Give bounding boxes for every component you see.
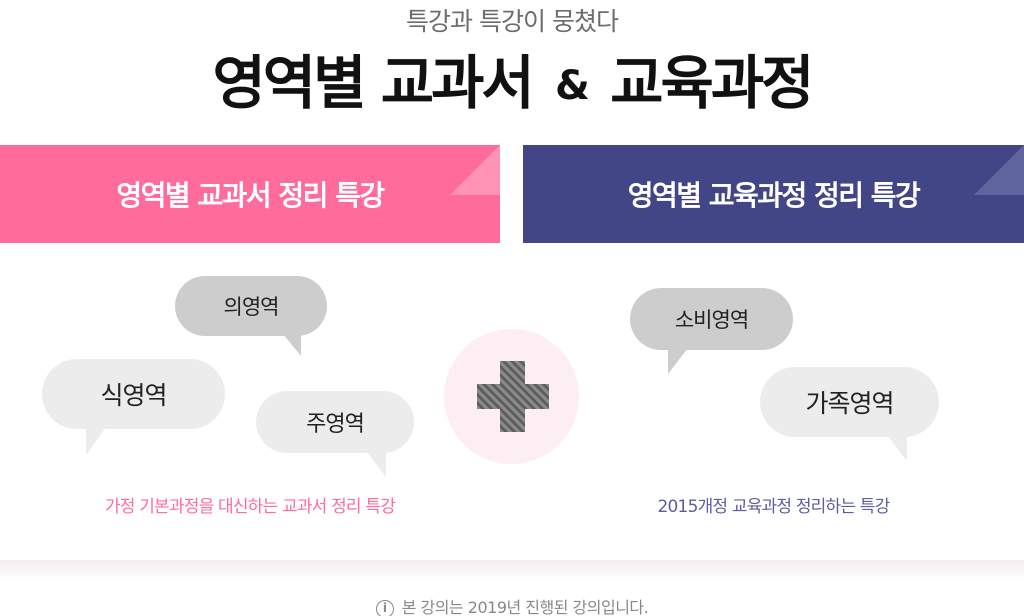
curriculum-lecture-heading-text: 영역별 교육과정 정리 특강 (627, 179, 921, 212)
curriculum-lecture-caption: 2015개정 교육과정 정리하는 특강 (657, 497, 891, 517)
title-part-2: 교육과정 (610, 49, 814, 117)
title-part-1: 영역별 교과서 (212, 49, 534, 117)
bubble-tail (668, 348, 688, 374)
textbook-lecture-caption: 가정 기본과정을 대신하는 교과서 정리 특강 (104, 497, 396, 517)
bubble-family-domain: 가족영역 (760, 367, 939, 461)
corner-fold-decoration (974, 145, 1024, 195)
title-ampersand: & (555, 63, 590, 109)
notice: i 본 강의는 2019년 진행된 강의입니다. (0, 594, 1024, 616)
header-title: 영역별 교과서 & 교육과정 (0, 36, 1024, 120)
header-subtitle: 특강과 특강이 뭉쳤다 (406, 7, 619, 36)
bubble-tail (887, 435, 907, 461)
textbook-lecture-heading: 영역별 교과서 정리 특강 (0, 145, 500, 243)
plus-icon (444, 329, 579, 464)
curriculum-lecture-panel: 영역별 교육과정 정리 특강 소비영역 가족영역 2015개정 교육과정 정리하… (523, 145, 1024, 565)
textbook-lecture-heading-text: 영역별 교과서 정리 특강 (116, 179, 385, 212)
plus-icon-vertical-bar (500, 361, 525, 432)
bubble-tail (283, 334, 301, 356)
bottom-band-decoration (0, 560, 1024, 580)
bubble-consumption-domain: 소비영역 (630, 288, 793, 374)
bubble-housing-domain: 주영역 (256, 391, 414, 477)
bubble-tail (366, 451, 386, 477)
corner-fold-decoration (450, 145, 500, 195)
textbook-lecture-panel: 영역별 교과서 정리 특강 의영역 식영역 주영역 가정 기본과정을 대신하는 … (0, 145, 500, 565)
notice-text: 본 강의는 2019년 진행된 강의입니다. (401, 598, 649, 616)
bubble-food-domain: 식영역 (42, 359, 225, 455)
bubble-tail (86, 427, 106, 455)
curriculum-lecture-heading: 영역별 교육과정 정리 특강 (523, 145, 1024, 243)
info-icon: i (375, 600, 394, 616)
bubble-clothing-domain: 의영역 (175, 276, 327, 356)
